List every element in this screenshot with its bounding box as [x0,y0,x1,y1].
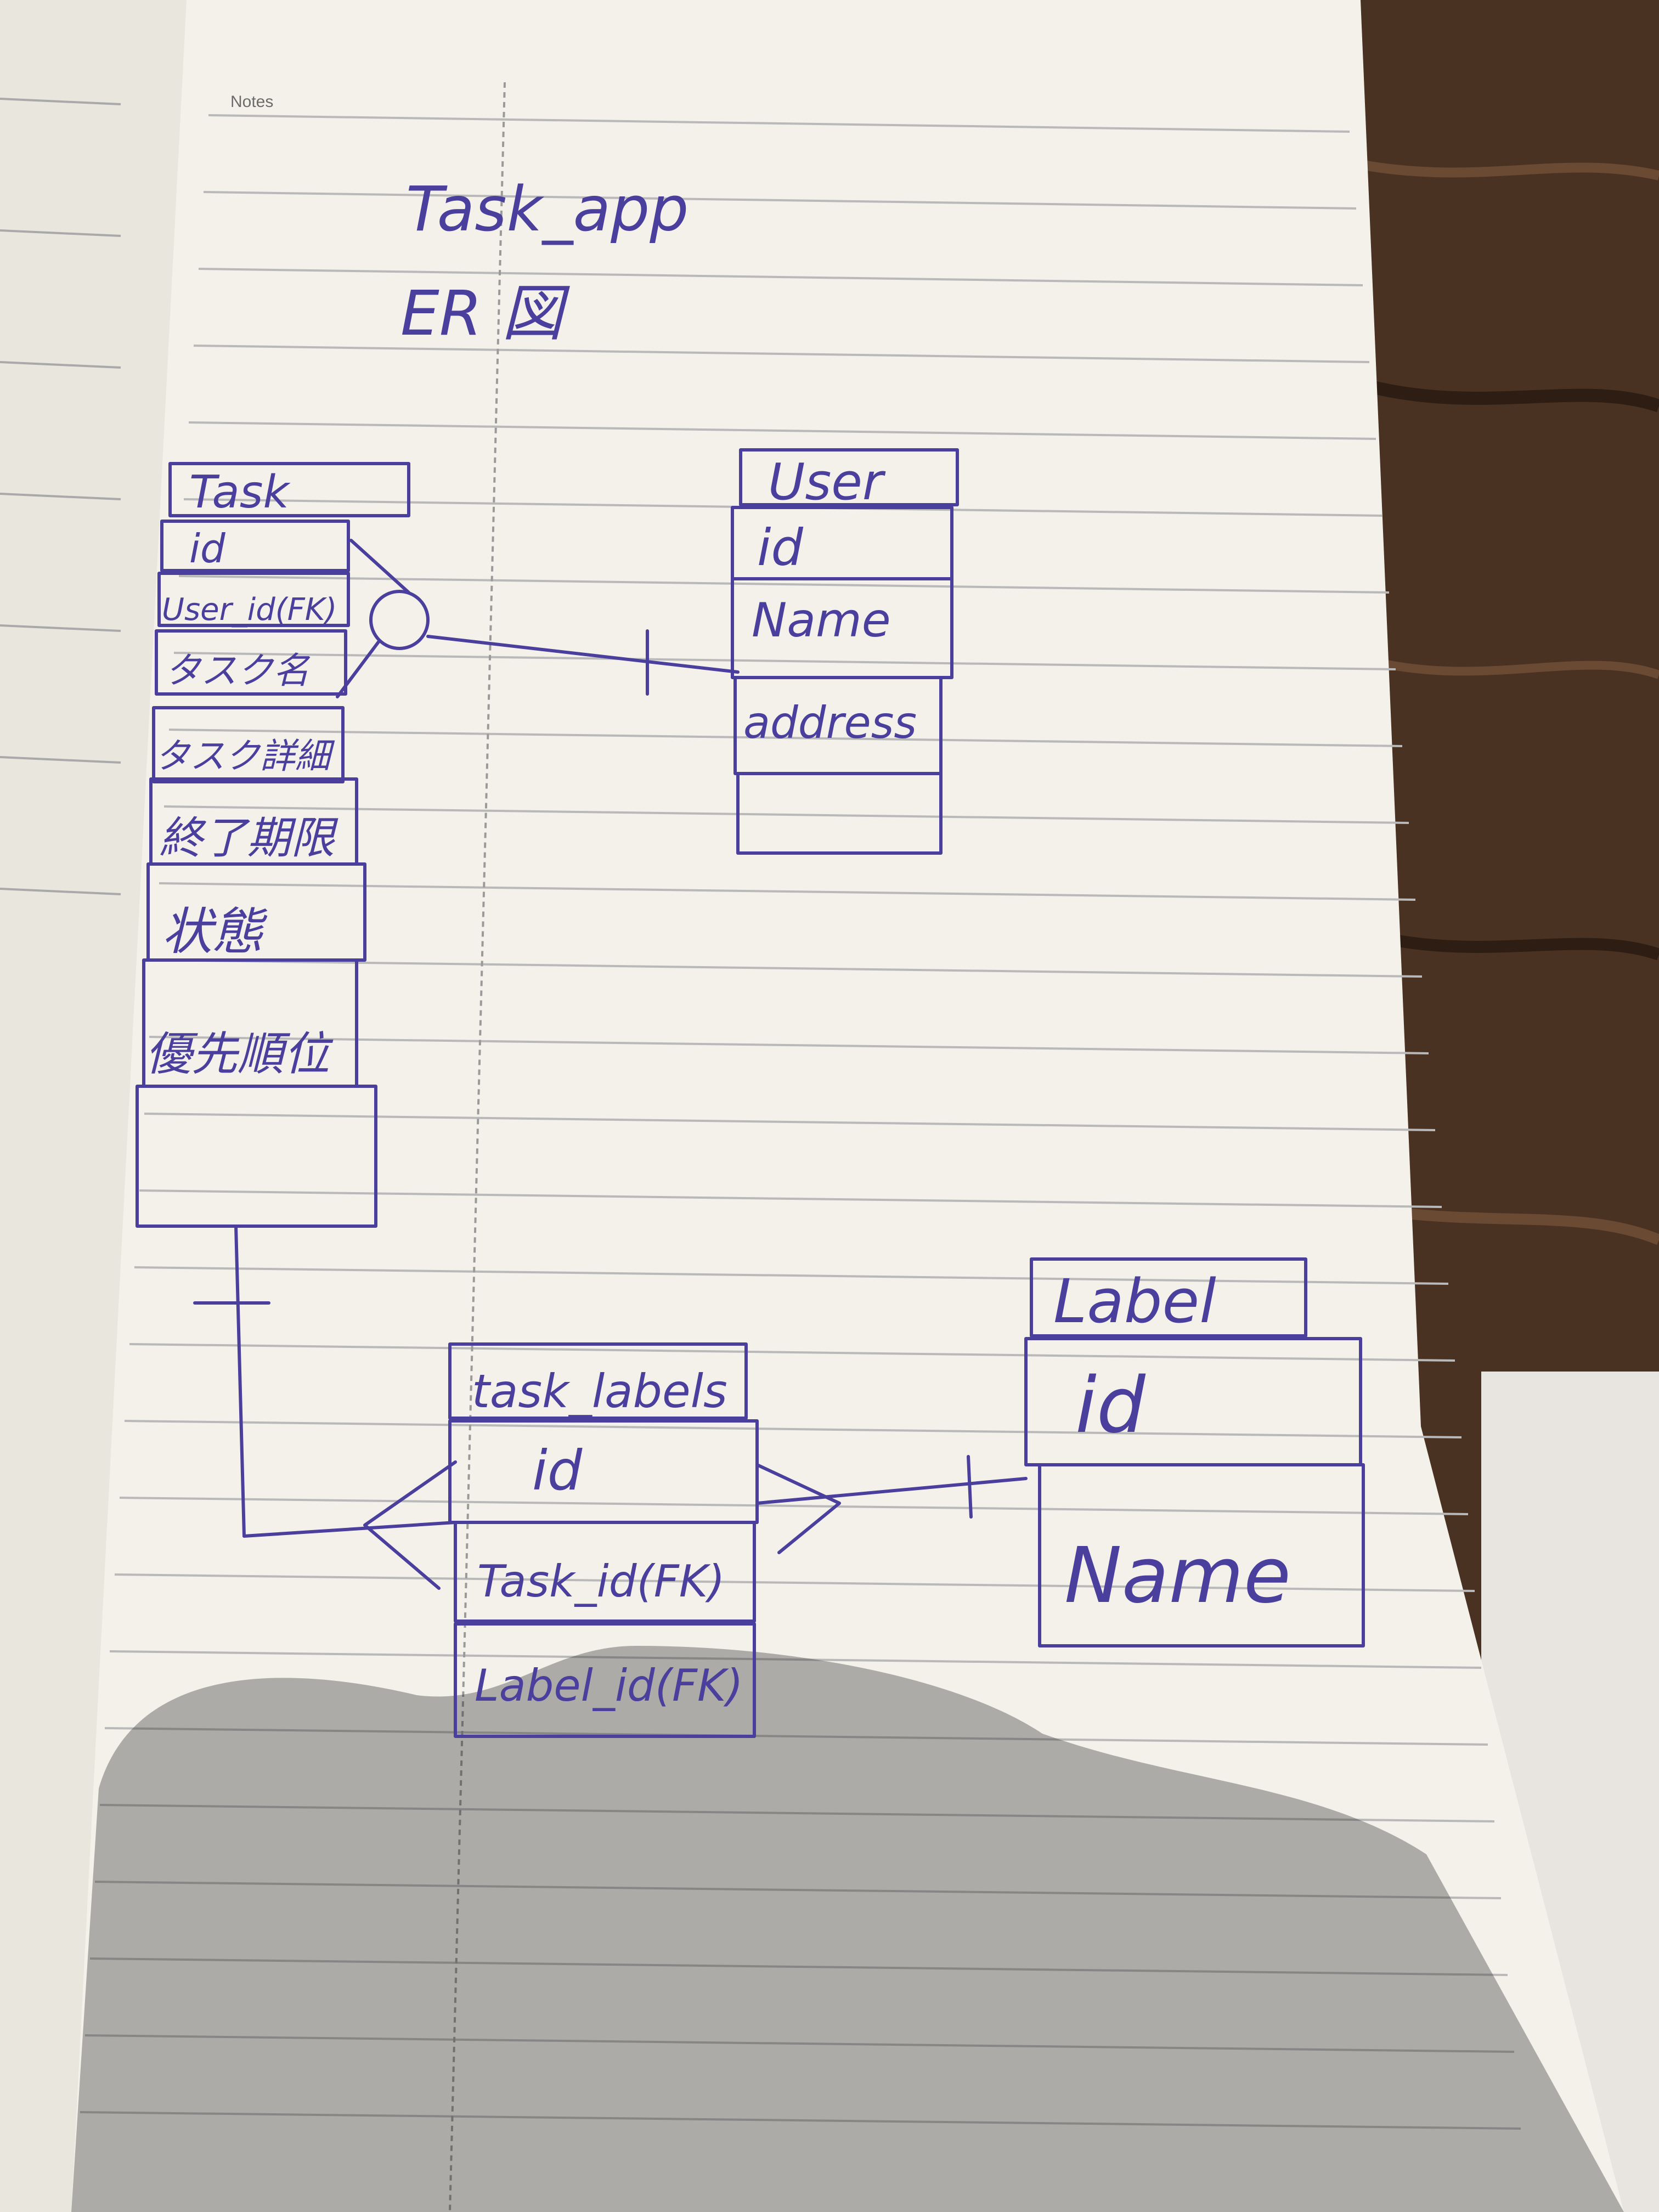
task-attr-deadline: 終了期限 [159,812,338,864]
ruled-line [94,1881,1502,1899]
relationship-task-tasklabels [193,1224,457,1590]
task-attr-user-id: User_id(FK) [162,592,337,628]
label-attr-name: Name [1064,1531,1291,1621]
task-attr-id: id [189,526,226,572]
entity-task: Task id User_id(FK) タスク名 タスク詳細 終了期限 状態 優… [136,462,410,1228]
entity-label-name: Label [1053,1266,1216,1336]
ruled-line [134,1266,1449,1285]
ruled-line [109,1650,1482,1669]
task-labels-attr-task-id: Task_id(FK) [477,1556,725,1607]
diagram-title: Task_app [406,174,689,245]
entity-user: User id Name address [731,448,959,855]
entity-task-name: Task [189,466,291,518]
ruled-line [99,1804,1495,1822]
ruled-line [80,2111,1521,2130]
ruled-lines [80,114,1521,2130]
ruled-line [144,1113,1436,1131]
task-labels-attr-label-id: Label_id(FK) [475,1660,743,1711]
task-attr-priority: 優先順位 [145,1027,334,1081]
entity-user-name: User [768,453,886,511]
ruled-line [163,805,1409,824]
ruled-line [119,1497,1469,1515]
entity-label: Label id Name [1024,1257,1365,1647]
user-attr-name: Name [752,593,891,648]
notebook-page: Notes [71,0,1624,2212]
ruled-line [84,2034,1515,2053]
task-attr-status: 状態 [162,902,268,961]
ruled-line [168,729,1403,747]
ruled-line [173,652,1396,670]
ruled-line [154,959,1423,978]
entity-task-labels: task_labels id Task_id(FK) Label_id(FK) [448,1342,759,1738]
task-labels-attr-id: id [532,1438,583,1503]
relationship-tasklabels-label [755,1455,1028,1554]
ruled-line [193,345,1370,363]
ruled-line [104,1727,1488,1746]
hand-shadow [71,1646,1624,2212]
entity-task-labels-name: task_labels [472,1364,727,1418]
user-attr-address: address [743,697,917,748]
ruled-line [178,575,1390,594]
label-attr-id: id [1075,1361,1146,1451]
user-attr-id: id [757,518,804,577]
relationship-task-user [336,539,740,698]
ruled-line [198,268,1363,286]
ruled-line [114,1573,1475,1592]
notes-header-label: Notes [230,93,273,111]
ruled-line [149,1036,1429,1054]
ruled-line [129,1343,1455,1362]
ruled-line [139,1189,1442,1208]
task-attr-task-name: タスク名 [165,650,311,692]
ruled-line [159,882,1416,901]
ruled-line [89,1957,1508,1976]
ruled-line [208,114,1350,133]
ruled-line [124,1420,1462,1438]
ruled-line [203,191,1357,210]
task-attr-task-detail: タスク詳細 [155,736,335,777]
ruled-line [188,421,1376,440]
diagram-subtitle: ER 図 [400,278,570,349]
